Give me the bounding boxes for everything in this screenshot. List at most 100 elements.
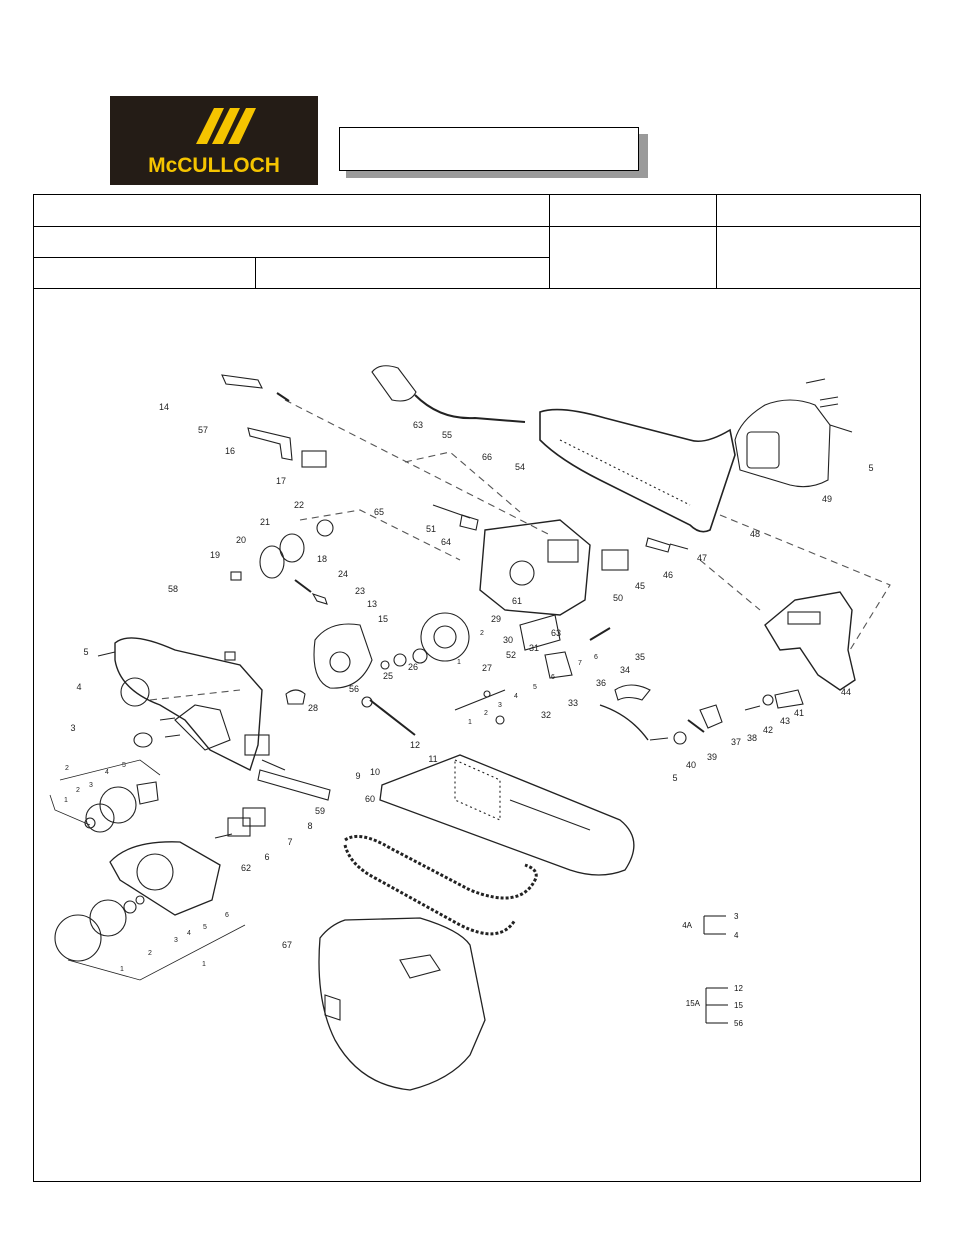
sub-label-1: 1	[64, 797, 68, 804]
sub-label-1: 1	[468, 719, 472, 726]
callout-34: 34	[620, 665, 630, 675]
sub-label-5: 5	[122, 762, 126, 769]
sub-label-1: 1	[202, 961, 206, 968]
callout-60: 60	[365, 794, 375, 804]
sub-label-2: 2	[148, 950, 152, 957]
callout-65: 65	[374, 507, 384, 517]
callout-59: 59	[315, 806, 325, 816]
sub-label-5: 5	[203, 924, 207, 931]
callout-33: 33	[568, 698, 578, 708]
logo-wordmark: McCULLOCH	[148, 154, 280, 177]
kit-4a-label: 4A	[682, 921, 692, 930]
sub-label-6: 6	[551, 674, 555, 681]
callout-35: 35	[635, 652, 645, 662]
sub-label-5: 5	[533, 684, 537, 691]
callout-12: 12	[410, 740, 420, 750]
callout-67: 67	[282, 940, 292, 950]
callout-24: 24	[338, 569, 348, 579]
callout-5: 5	[83, 647, 88, 657]
sub-label-6: 6	[225, 912, 229, 919]
sub-label-2: 2	[65, 765, 69, 772]
kit-15a-label: 15A	[686, 999, 701, 1008]
callout-10: 10	[370, 767, 380, 777]
header-cell-type	[255, 257, 550, 289]
sub-label-3: 3	[498, 702, 502, 709]
callout-54: 54	[515, 462, 525, 472]
callout-64: 64	[441, 537, 451, 547]
mcculloch-logo: McCULLOCH	[110, 96, 318, 185]
callout-55: 55	[442, 430, 452, 440]
kit-15a-item-3: 56	[734, 1019, 743, 1028]
callout-18: 18	[317, 554, 327, 564]
sub-label-3: 3	[89, 782, 93, 789]
callout-17: 17	[276, 476, 286, 486]
callout-19: 19	[210, 550, 220, 560]
kit-4a-item-2: 4	[734, 931, 739, 940]
callout-26: 26	[408, 662, 418, 672]
callout-14: 14	[159, 402, 169, 412]
callout-39: 39	[707, 752, 717, 762]
callout-49: 49	[822, 494, 832, 504]
callout-31: 31	[529, 643, 539, 653]
sub-label-4: 4	[514, 693, 518, 700]
sub-label-6: 6	[594, 654, 598, 661]
header-cell-number	[716, 226, 921, 289]
callout-62: 62	[241, 863, 251, 873]
callout-36: 36	[596, 678, 606, 688]
callout-56: 56	[349, 684, 359, 694]
callout-25: 25	[383, 671, 393, 681]
callout-51: 51	[426, 524, 436, 534]
callout-4: 4	[76, 682, 81, 692]
sub-label-3: 3	[174, 937, 178, 944]
callout-21: 21	[260, 517, 270, 527]
callout-23: 23	[355, 586, 365, 596]
kit-4a-item-1: 3	[734, 912, 739, 921]
callout-20: 20	[236, 535, 246, 545]
callout-38: 38	[747, 733, 757, 743]
callout-41: 41	[794, 708, 804, 718]
sub-label-4: 4	[105, 769, 109, 776]
sub-label-1: 1	[120, 966, 124, 973]
callout-28: 28	[308, 703, 318, 713]
callout-57: 57	[198, 425, 208, 435]
sub-label-2: 2	[76, 787, 80, 794]
callout-48: 48	[750, 529, 760, 539]
callout-61: 61	[512, 596, 522, 606]
callout-29: 29	[491, 614, 501, 624]
title-box	[339, 127, 639, 171]
callout-37: 37	[731, 737, 741, 747]
callout-45: 45	[635, 581, 645, 591]
sub-label-7: 7	[578, 660, 582, 667]
callout-8: 8	[307, 821, 312, 831]
kit-legend: 4A 3 4 15A 12 15 56	[682, 912, 743, 1028]
callout-22: 22	[294, 500, 304, 510]
callout-7: 7	[287, 837, 292, 847]
callout-58: 58	[168, 584, 178, 594]
callout-6: 6	[264, 852, 269, 862]
callout-44: 44	[841, 687, 851, 697]
callout-15: 15	[378, 614, 388, 624]
part-14-lockout	[221, 374, 263, 389]
kit-15a-item-2: 15	[734, 1001, 743, 1010]
callout-43: 43	[780, 716, 790, 726]
callout-63: 63	[551, 628, 561, 638]
assembly-guide-lines	[149, 399, 891, 701]
callout-30: 30	[503, 635, 513, 645]
kit-15a-item-1: 12	[734, 984, 743, 993]
sub-label-4: 4	[187, 930, 191, 937]
callout-63: 63	[413, 420, 423, 430]
callout-52: 52	[506, 650, 516, 660]
callout-47: 47	[697, 553, 707, 563]
callout-3: 3	[70, 723, 75, 733]
callout-27: 27	[482, 663, 492, 673]
callout-40: 40	[686, 760, 696, 770]
callout-5: 5	[868, 463, 873, 473]
sub-label-2: 2	[480, 630, 484, 637]
callout-11: 11	[428, 754, 437, 764]
callout-9: 9	[355, 771, 360, 781]
callout-5: 5	[672, 773, 677, 783]
sub-label-2: 2	[484, 710, 488, 717]
